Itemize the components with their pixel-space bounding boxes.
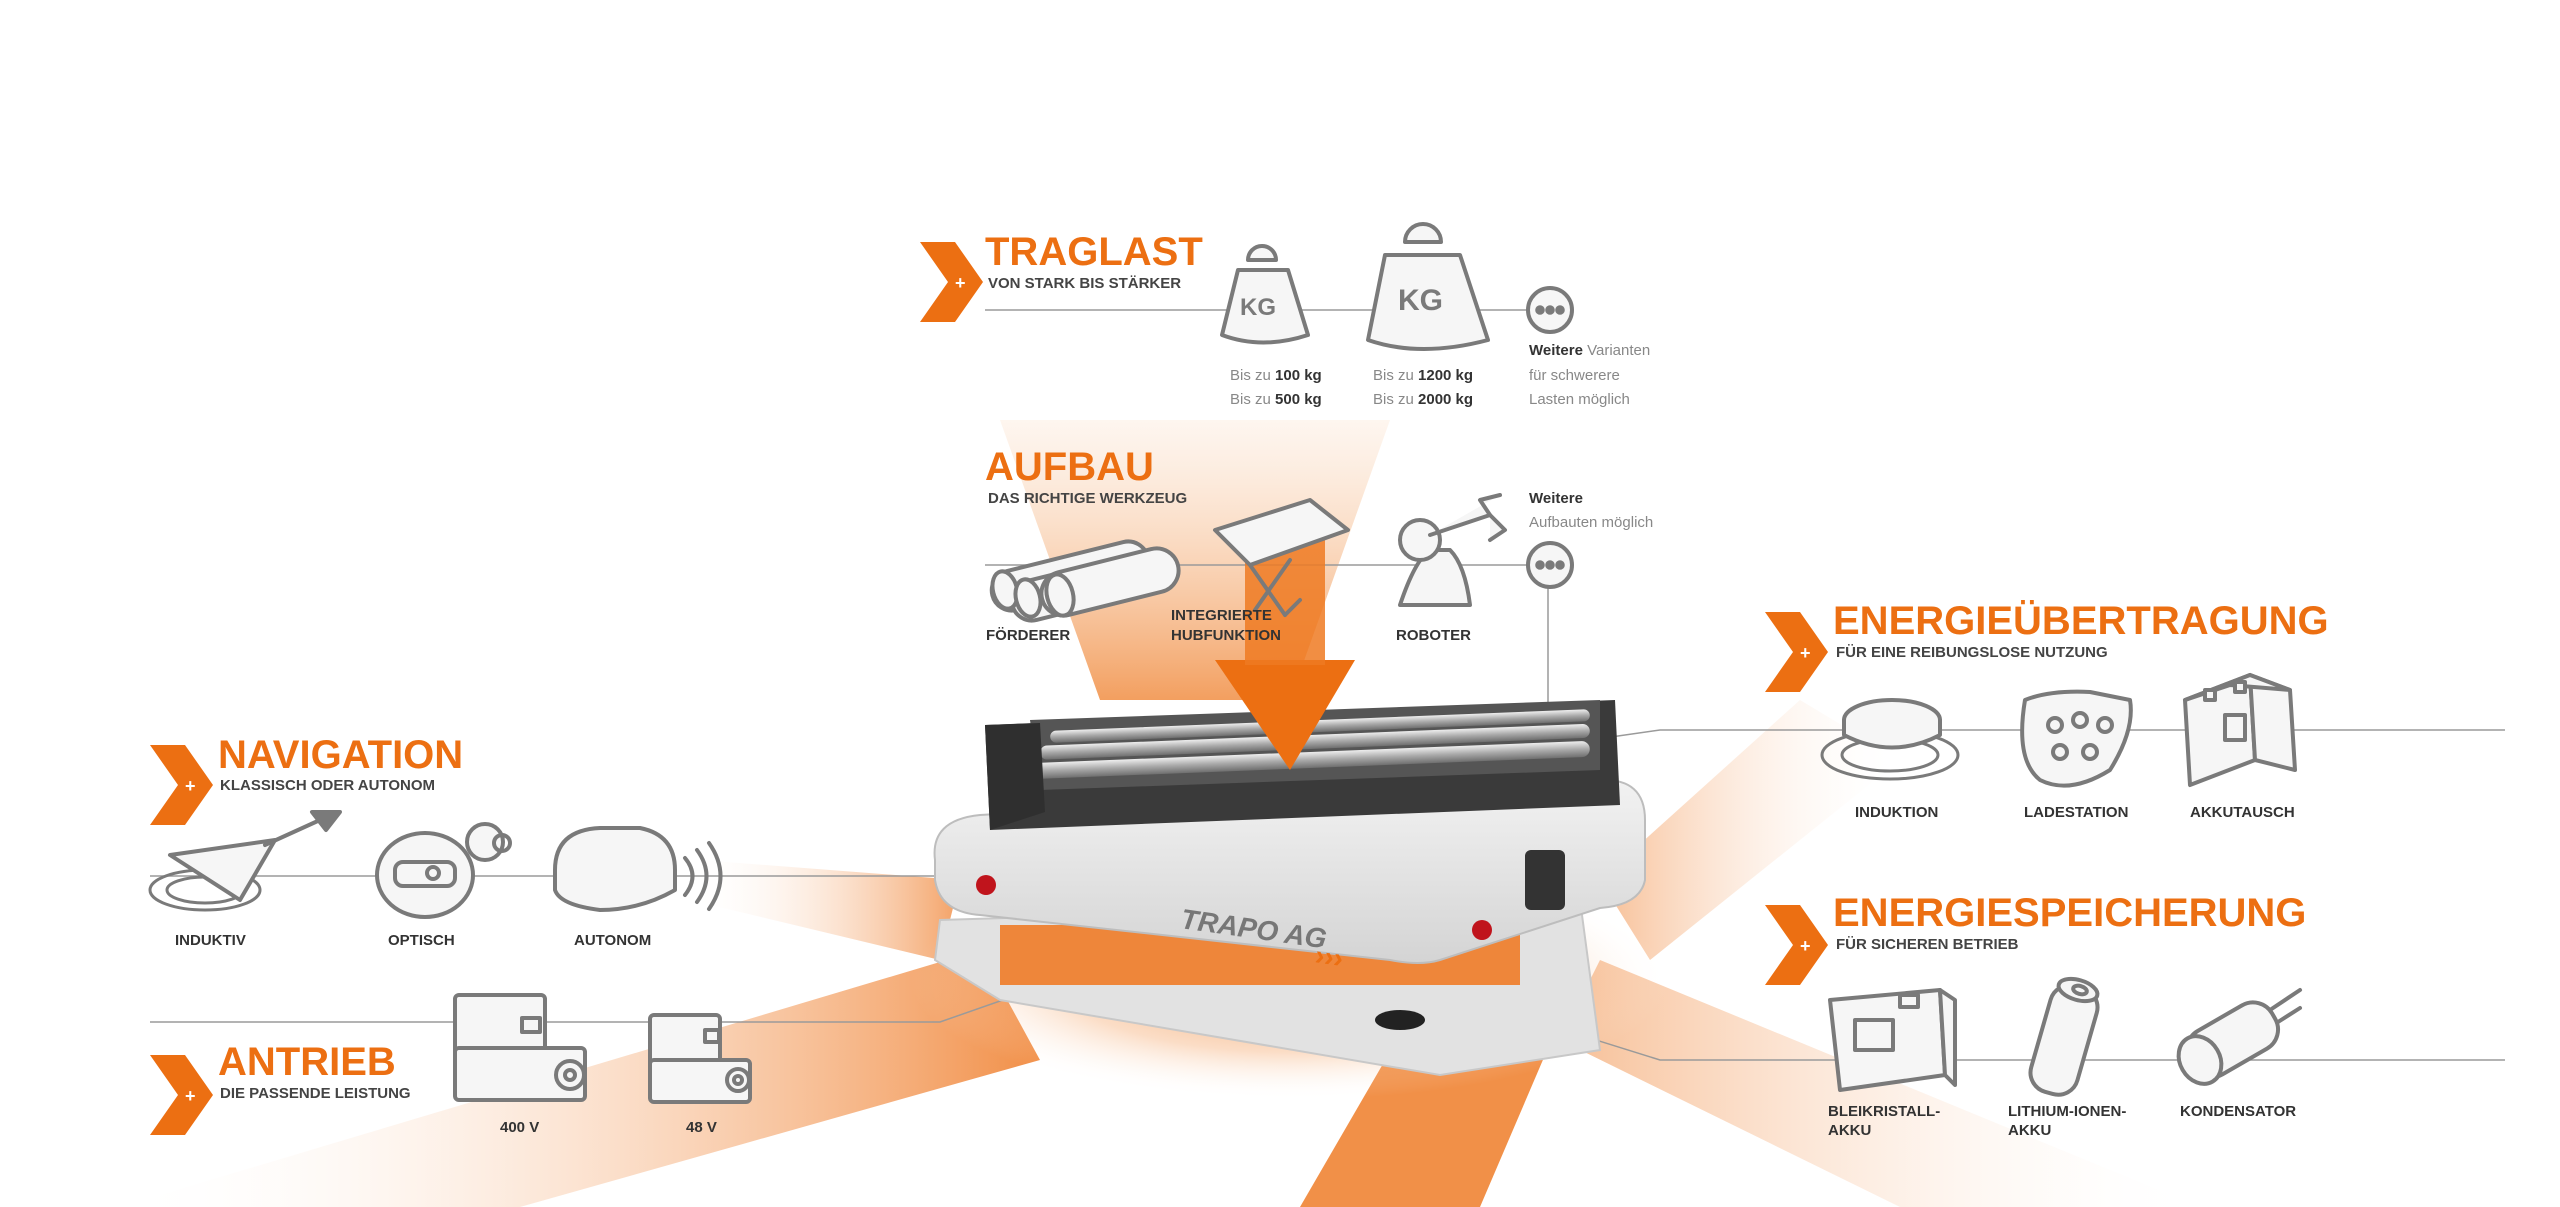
section-navigation: + NAVIGATION KLASSISCH ODER AUTONOM INDU… <box>148 733 723 949</box>
aufbau-subtitle: DAS RICHTIGE WERKZEUG <box>988 490 1187 507</box>
weight2-line2: Bis zu 2000 kg <box>1373 391 1473 408</box>
weight2-line1: Bis zu 1200 kg <box>1373 367 1473 384</box>
section-aufbau: AUFBAU DAS RICHTIGE WERKZEUG <box>985 445 1653 644</box>
autonomous-sensor-icon <box>553 826 723 912</box>
charging-station-plug-icon <box>2020 689 2133 788</box>
section-chevron-icon[interactable]: + <box>150 745 213 825</box>
energieuebertragung-induktion-label: INDUKTION <box>1855 804 1938 821</box>
section-chevron-icon[interactable]: + <box>1765 905 1828 985</box>
lithium-ion-battery-icon <box>2028 976 2100 1097</box>
section-energieuebertragung: + ENERGIEÜBERTRAGUNG FÜR EINE REIBUNGSLO… <box>1765 598 2329 821</box>
lead-crystal-battery-icon <box>1828 988 1957 1092</box>
energiespeicherung-blei-label-line1: BLEIKRISTALL- <box>1828 1103 1940 1120</box>
antrieb-title: ANTRIEB <box>218 1040 396 1084</box>
antrieb-48v-label: 48 V <box>686 1119 717 1136</box>
traglast-title: TRAGLAST <box>985 230 1203 274</box>
navigation-title: NAVIGATION <box>218 733 463 777</box>
arrow-shaft <box>1245 540 1325 665</box>
robot-arm-icon <box>1398 493 1507 607</box>
robot-brand-chevrons: ››› <box>1313 939 1345 974</box>
optical-camera-icon <box>375 822 512 919</box>
more-options-icon[interactable] <box>1526 286 1574 334</box>
aufbau-hub-label-line2: HUBFUNKTION <box>1171 627 1281 644</box>
traglast-more-line2: für schwerere <box>1529 367 1620 384</box>
svg-text:+: + <box>1800 643 1811 663</box>
navigation-subtitle: KLASSISCH ODER AUTONOM <box>220 777 435 794</box>
induction-charging-icon <box>1820 698 1960 781</box>
navigation-induktiv-label: INDUKTIV <box>175 932 246 949</box>
heavy-weight-icon: KG <box>1366 222 1490 351</box>
svg-text:KG: KG <box>1398 284 1443 317</box>
aufbau-title: AUFBAU <box>985 445 1154 489</box>
section-energiespeicherung: + ENERGIESPEICHERUNG FÜR SICHEREN BETRIE… <box>1765 891 2306 1139</box>
svg-text:+: + <box>185 776 196 796</box>
motor-48v-icon <box>648 1013 752 1104</box>
energiespeicherung-li-label-line2: AKKU <box>2008 1122 2051 1139</box>
traglast-subtitle: VON STARK BIS STÄRKER <box>988 275 1181 292</box>
antrieb-400v-label: 400 V <box>500 1119 539 1136</box>
down-arrow-icon <box>1215 660 1355 770</box>
energiespeicherung-li-label-line1: LITHIUM-IONEN- <box>2008 1103 2126 1120</box>
aufbau-more-line1: Weitere <box>1529 490 1583 507</box>
weight1-line1: Bis zu 100 kg <box>1230 367 1322 384</box>
energieuebertragung-akkutausch-label: AKKUTAUSCH <box>2190 804 2295 821</box>
lift-table-icon <box>1213 498 1350 617</box>
conveyor-rollers <box>1030 709 1590 779</box>
capacitor-icon <box>2176 988 2302 1086</box>
aufbau-roboter-label: ROBOTER <box>1396 627 1471 644</box>
inductive-navigation-icon <box>148 810 342 912</box>
more-aufbau-icon[interactable] <box>1526 541 1574 589</box>
traglast-more-line3: Lasten möglich <box>1529 391 1630 408</box>
section-chevron-icon[interactable]: + <box>920 242 983 322</box>
section-antrieb: + ANTRIEB DIE PASSENDE LEISTUNG 400 V 48… <box>150 993 752 1136</box>
weight-icon: KG <box>1220 244 1310 345</box>
svg-text:+: + <box>955 273 966 293</box>
weight1-line2: Bis zu 500 kg <box>1230 391 1322 408</box>
antrieb-subtitle: DIE PASSENDE LEISTUNG <box>220 1085 411 1102</box>
svg-text:+: + <box>1800 936 1811 956</box>
energieuebertragung-ladestation-label: LADESTATION <box>2024 804 2128 821</box>
energiespeicherung-kondensator-label: KONDENSATOR <box>2180 1103 2296 1120</box>
battery-swap-icon <box>2183 673 2297 787</box>
section-chevron-icon[interactable]: + <box>150 1055 213 1135</box>
section-chevron-icon[interactable]: + <box>1765 612 1828 692</box>
energieuebertragung-subtitle: FÜR EINE REIBUNGSLOSE NUTZUNG <box>1836 644 2108 661</box>
trapo-robot: TRAPO AG ››› <box>933 700 1646 1077</box>
energieuebertragung-title: ENERGIEÜBERTRAGUNG <box>1833 598 2329 643</box>
navigation-optisch-label: OPTISCH <box>388 932 455 949</box>
motor-400v-icon <box>453 993 587 1102</box>
aufbau-hub-label-line1: INTEGRIERTE <box>1171 607 1272 624</box>
navigation-autonom-label: AUTONOM <box>574 932 651 949</box>
svg-text:+: + <box>185 1086 196 1106</box>
energiespeicherung-subtitle: FÜR SICHEREN BETRIEB <box>1836 936 2019 953</box>
energiespeicherung-blei-label-line2: AKKU <box>1828 1122 1871 1139</box>
energiespeicherung-title: ENERGIESPEICHERUNG <box>1833 891 2306 935</box>
svg-text:KG: KG <box>1240 294 1276 321</box>
aufbau-foerderer-label: FÖRDERER <box>986 627 1070 644</box>
conveyor-rollers-icon <box>989 539 1181 623</box>
traglast-more-line1: Weitere Varianten <box>1529 342 1650 359</box>
aufbau-more-line2: Aufbauten möglich <box>1529 514 1653 531</box>
section-traglast: + TRAGLAST VON STARK BIS STÄRKER KG KG B… <box>920 222 1650 408</box>
